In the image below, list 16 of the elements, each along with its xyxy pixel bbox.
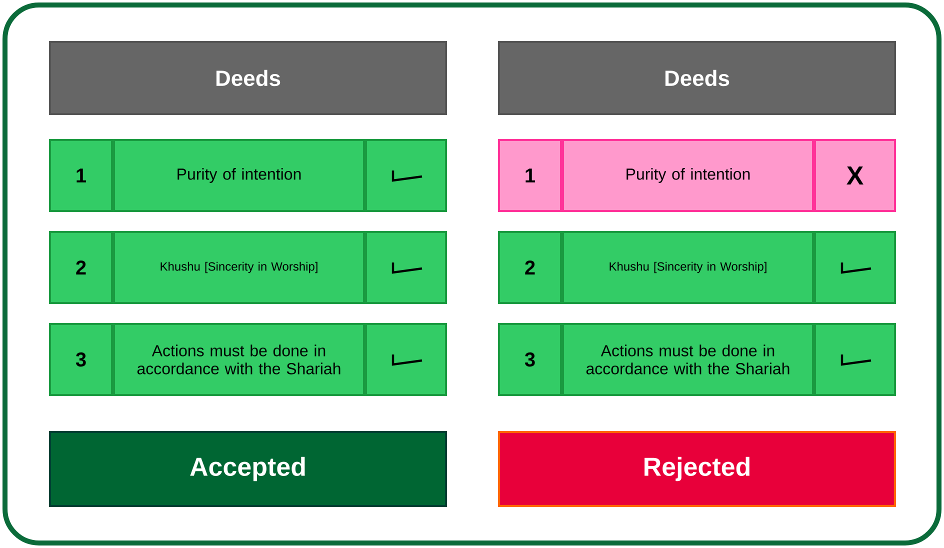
number-cell: 1 [498,139,562,212]
number-cell: 2 [498,231,562,304]
check-cell [814,231,896,304]
result-box: Rejected [498,431,896,507]
check-cell [365,231,447,304]
number-cell: 1 [49,139,113,212]
check-cell [365,323,447,396]
cross-cell: X [814,139,896,212]
number-cell: 3 [498,323,562,396]
result-box: Accepted [49,431,447,507]
number-cell: 2 [49,231,113,304]
check-cell [365,139,447,212]
header-box: Deeds [498,41,896,115]
number-cell: 3 [49,323,113,396]
header-box: Deeds [49,41,447,115]
check-cell [814,323,896,396]
